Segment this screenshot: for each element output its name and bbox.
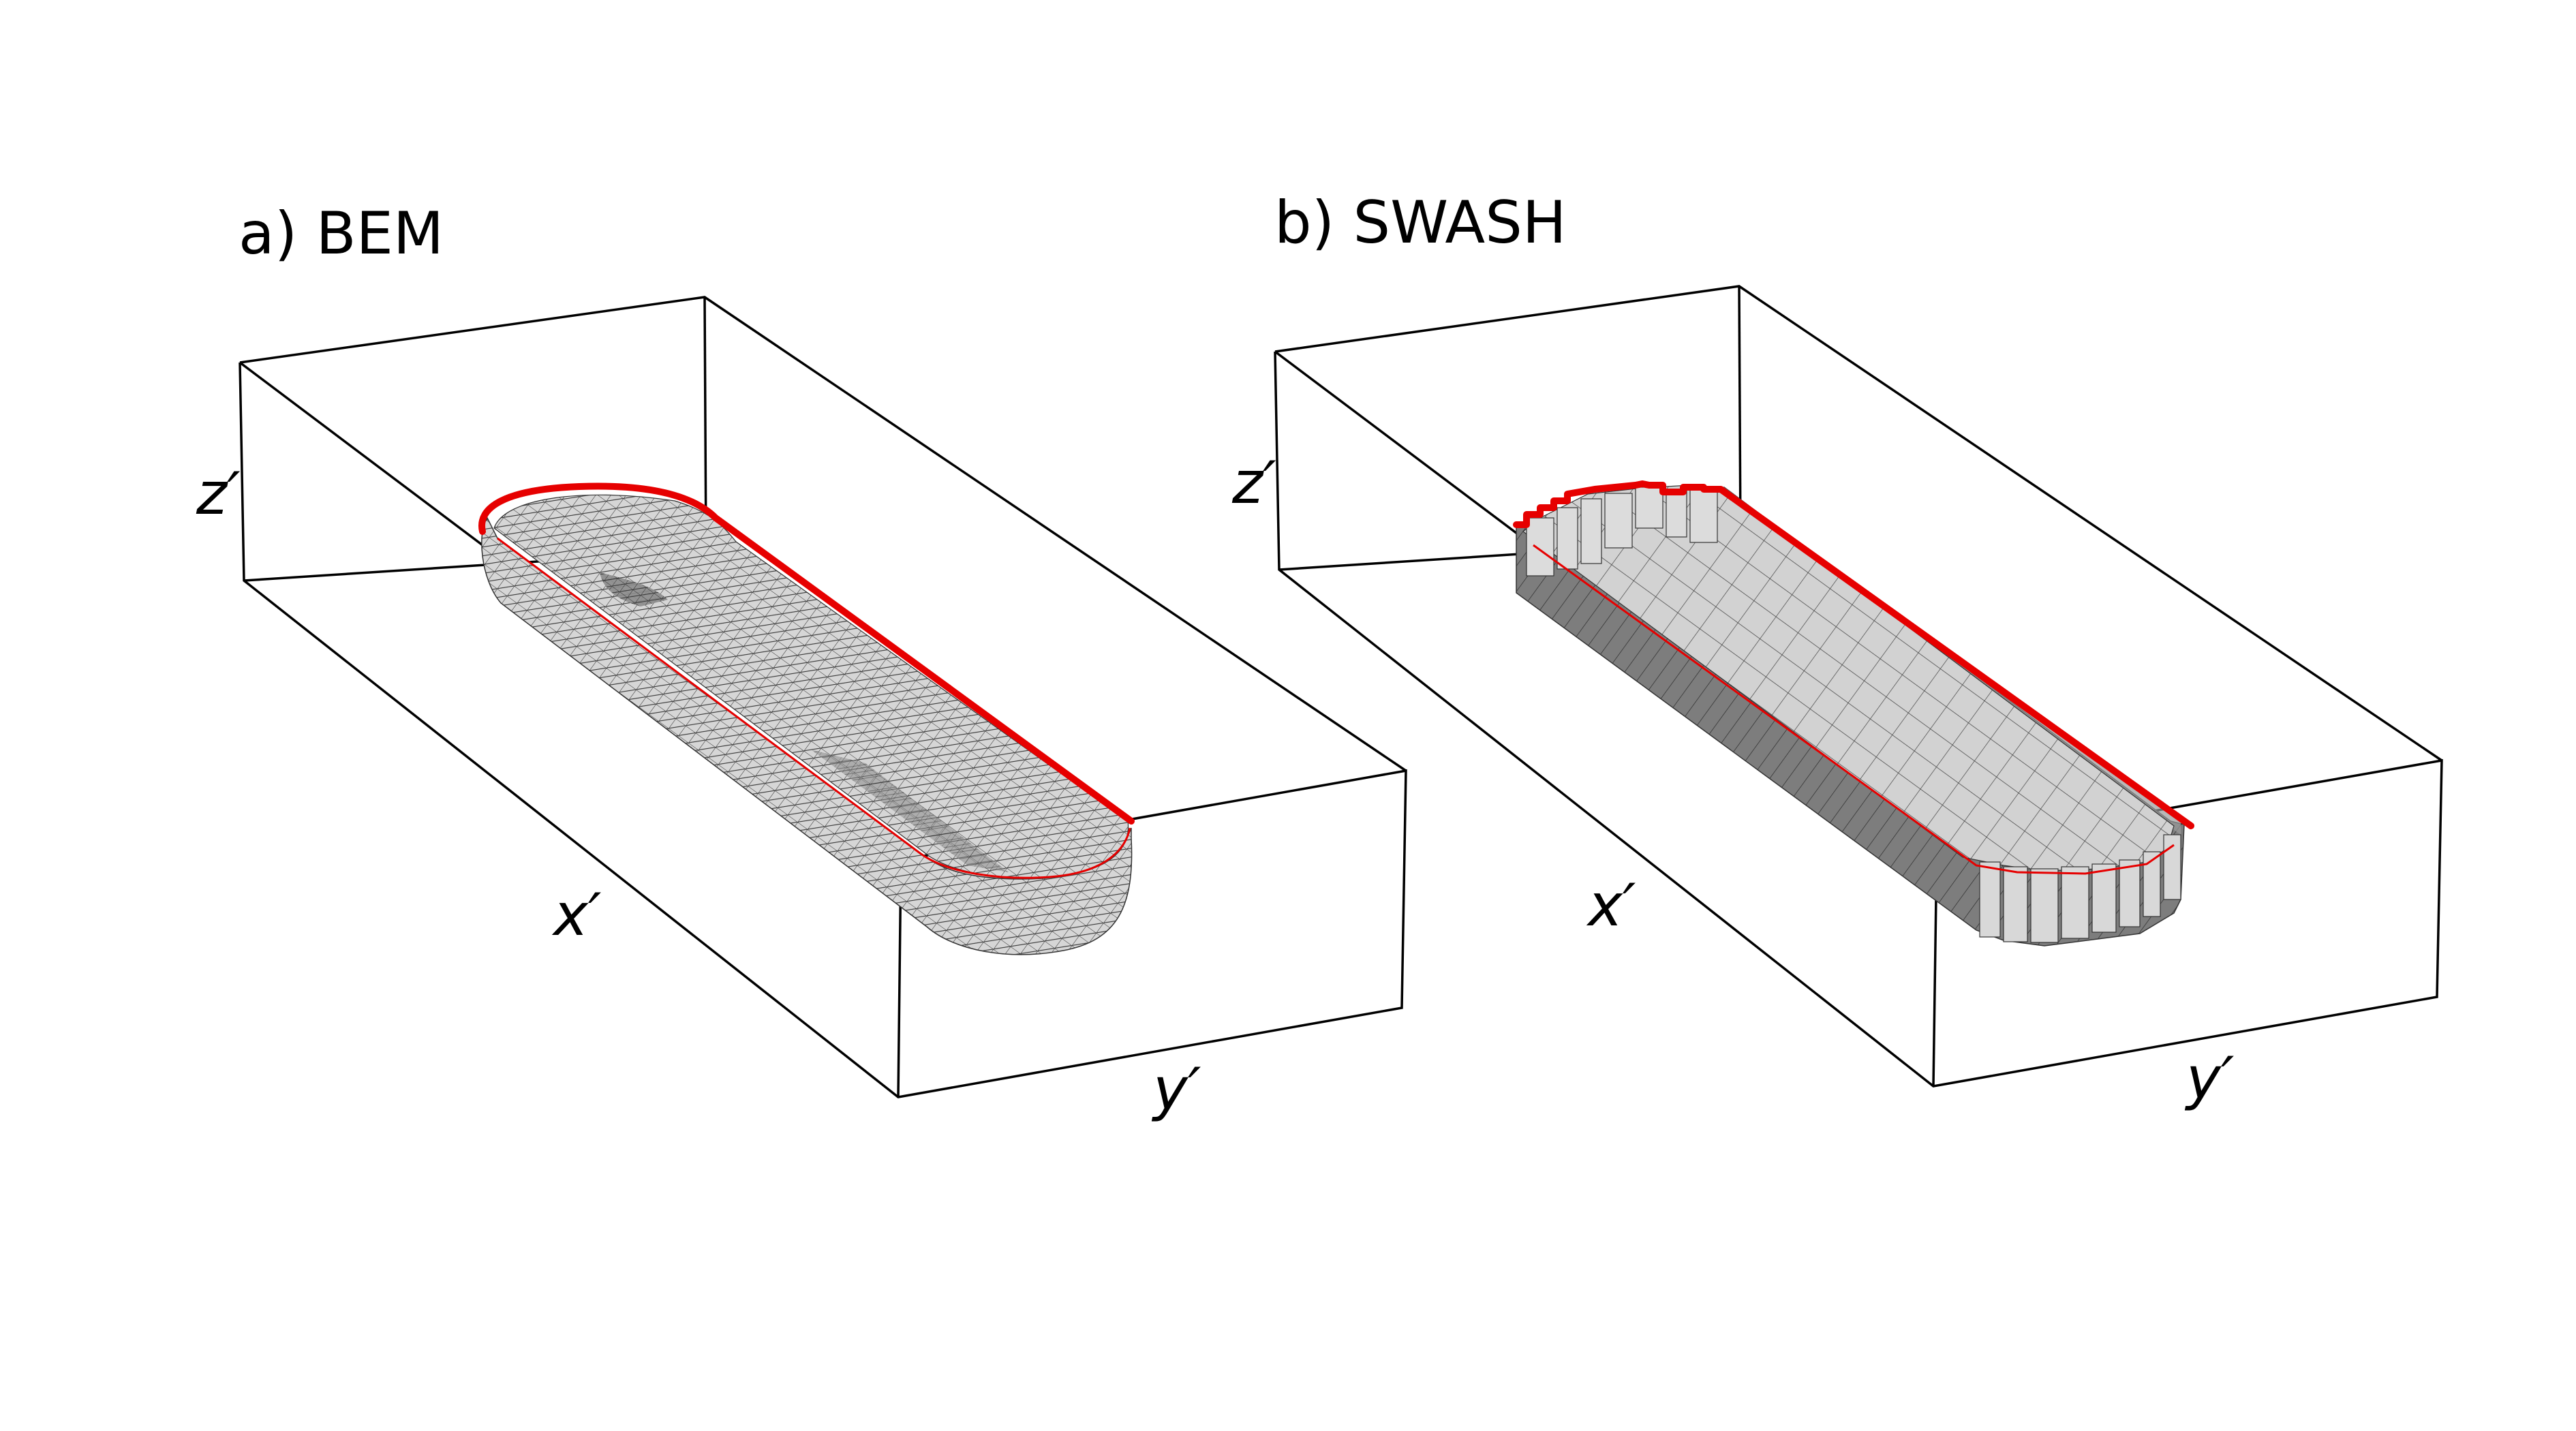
- panel-a-x-axis-label: x′: [551, 881, 601, 949]
- panel-a-z-axis-label: z′: [196, 460, 241, 528]
- panel-a-bem-mesh: [478, 482, 1135, 955]
- panel-a-y-axis-label: y′: [1151, 1056, 1201, 1124]
- panel-a-title: a) BEM: [239, 200, 444, 268]
- panel-b-y-axis-label: y′: [2184, 1045, 2234, 1113]
- panel-b-swash-cells: [1513, 480, 2194, 947]
- panel-b-x-axis-label: x′: [1586, 872, 1636, 940]
- panel-b-title: b) SWASH: [1274, 189, 1567, 257]
- panel-b: b) SWASH: [1231, 189, 2443, 1113]
- panel-b-z-axis-label: z′: [1231, 449, 1276, 517]
- panel-a: a) BEM x′ y′ z′: [196, 200, 1407, 1124]
